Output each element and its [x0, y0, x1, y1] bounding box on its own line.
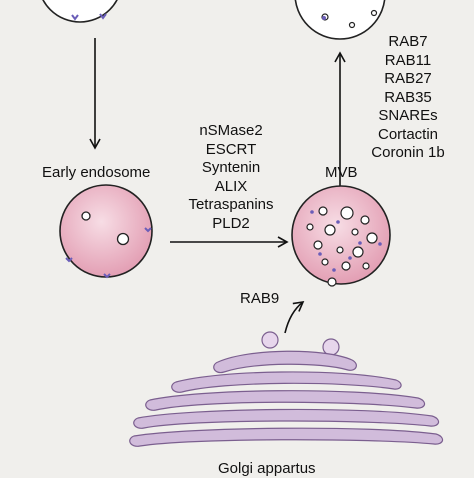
factor-label: RAB35: [384, 88, 432, 106]
golgi-vesicle: [261, 331, 279, 349]
marker-icon: [71, 14, 79, 21]
factor-label: SNAREs: [378, 107, 438, 124]
factor-label: PLD2: [212, 214, 250, 232]
factor-label: nSMase2: [199, 122, 263, 139]
secretion-factor-list: RAB7 RAB11 RAB27 RAB35 SNAREs Cortactin …: [356, 33, 460, 163]
factor-label: Tetraspanins: [188, 196, 274, 213]
marker-icon: [65, 257, 73, 263]
factor-label: Coronin 1b: [371, 144, 445, 161]
marker-icon: [144, 227, 152, 233]
rab9-label: RAB9: [240, 290, 280, 307]
factor-label: ALIX: [214, 177, 248, 195]
marker-icon: [103, 273, 111, 279]
factor-label: RAB27: [384, 70, 432, 87]
golgi-label: Golgi appartus: [218, 460, 316, 477]
marker-icon: [99, 13, 107, 20]
factor-label: RAB11: [384, 51, 432, 69]
early-endosome-label: Early endosome: [42, 164, 151, 181]
arrow-golgi-to-mvb: [284, 300, 305, 334]
golgi-apparatus: [129, 350, 444, 447]
golgi-vesicle: [322, 338, 340, 356]
mvb-formation-factor-list: nSMase2 ESCRT Syntenin ALIX Tetraspanins…: [172, 122, 290, 233]
top-right-vesicle: [294, 0, 386, 40]
mvb: [291, 185, 391, 287]
early-endosome: [59, 184, 153, 279]
factor-label: Cortactin: [377, 125, 439, 143]
mvb-label: MVB: [325, 164, 358, 181]
top-left-vesicle: [42, 0, 118, 23]
factor-label: RAB7: [388, 33, 428, 50]
factor-label: ESCRT: [205, 140, 257, 158]
factor-label: Syntenin: [201, 159, 261, 176]
